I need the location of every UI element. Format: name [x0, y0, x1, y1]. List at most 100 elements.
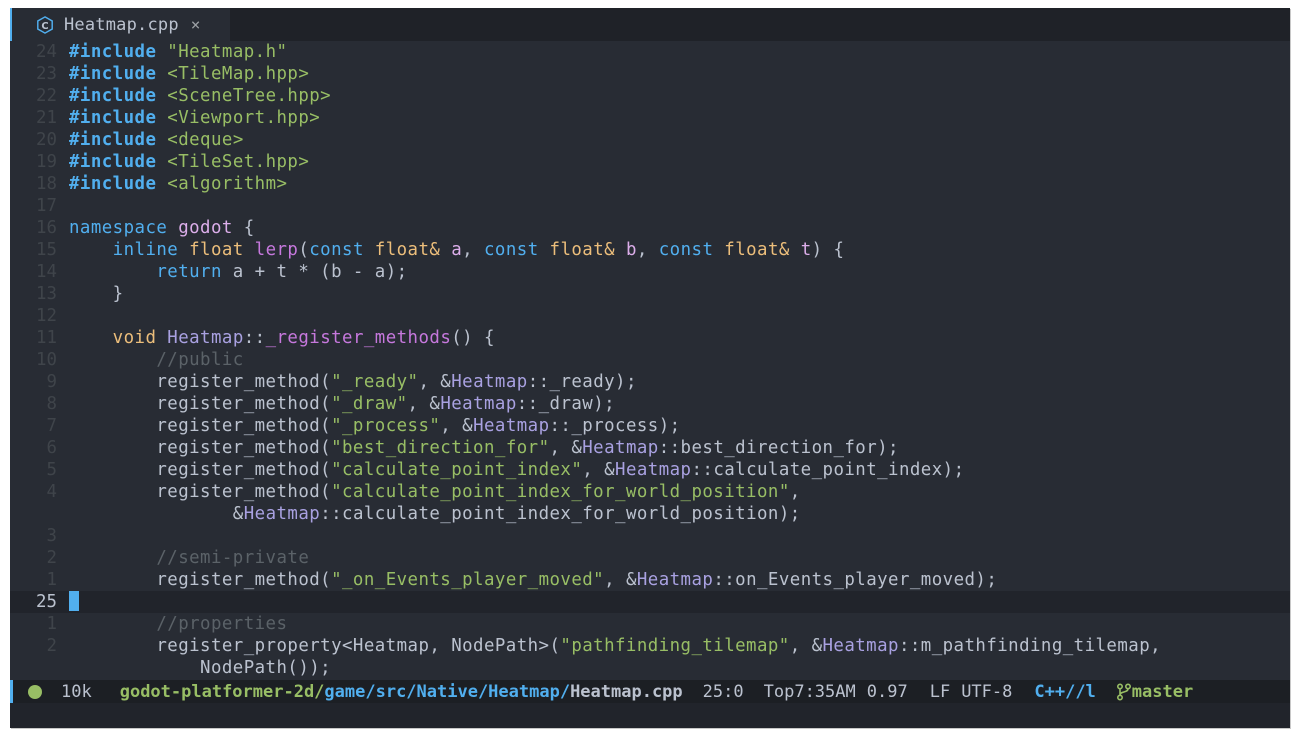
token: ::calculate_point_index);	[691, 460, 965, 480]
token: ::best_direction_for);	[658, 438, 899, 458]
code-line[interactable]: 22#include <SceneTree.hpp>	[10, 85, 1290, 107]
token: "_process"	[331, 416, 441, 436]
line-number: 9	[46, 372, 57, 392]
token: register_method(	[69, 372, 332, 392]
code-line[interactable]: &Heatmap::calculate_point_index_for_worl…	[10, 503, 1290, 525]
close-icon[interactable]: ×	[190, 15, 201, 34]
token: Heatmap	[636, 570, 714, 590]
token: a + t * (b - a);	[221, 262, 408, 282]
code-text: void Heatmap::_register_methods() {	[69, 327, 495, 349]
token: <deque>	[156, 130, 244, 150]
token: Heatmap	[473, 416, 550, 436]
line-number: 17	[36, 196, 57, 216]
token: ::_ready);	[527, 372, 637, 392]
code-text: register_method("_on_Events_player_moved…	[69, 569, 997, 591]
major-mode[interactable]: C++//l	[1034, 681, 1096, 702]
token: #include	[69, 64, 157, 84]
token: (	[298, 240, 310, 260]
code-text: register_method("_draw", &Heatmap::_draw…	[69, 393, 615, 415]
token: const	[484, 240, 539, 260]
token: "_ready"	[331, 372, 419, 392]
current-line[interactable]: 25	[10, 590, 1290, 613]
tab-heatmap-cpp[interactable]: C Heatmap.cpp ×	[10, 8, 230, 41]
code-line[interactable]: 5 register_method("calculate_point_index…	[10, 459, 1290, 481]
code-line[interactable]: 12	[10, 305, 1290, 327]
code-line[interactable]: 23#include <TileMap.hpp>	[10, 63, 1290, 85]
code-text: NodePath());	[69, 657, 331, 679]
code-line[interactable]: 11 void Heatmap::_register_methods() {	[10, 327, 1290, 349]
token	[156, 328, 167, 348]
token: "_draw"	[331, 394, 408, 414]
token: "_on_Events_player_moved"	[331, 570, 605, 590]
code-line[interactable]: 21#include <Viewport.hpp>	[10, 107, 1290, 129]
token: #include	[69, 130, 157, 150]
code-editor[interactable]: 24#include "Heatmap.h"23#include <TileMa…	[10, 41, 1290, 680]
token: _register_methods	[265, 328, 452, 348]
token: inline	[69, 240, 179, 260]
code-line[interactable]: 2 register_property<Heatmap, NodePath>("…	[10, 635, 1290, 657]
token: , &	[549, 438, 583, 458]
directory-path: game/src/Native/Heatmap/	[324, 681, 571, 702]
line-number: 2	[46, 636, 57, 656]
line-number: 3	[46, 526, 57, 546]
token: ::calculate_point_index_for_world_positi…	[320, 504, 801, 524]
line-number: 6	[46, 438, 57, 458]
token: #include	[69, 174, 157, 194]
code-line[interactable]: 17	[10, 195, 1290, 217]
code-line[interactable]: 3	[10, 525, 1290, 547]
code-line[interactable]: 7 register_method("_process", &Heatmap::…	[10, 415, 1290, 437]
code-text: register_method("_ready", &Heatmap::_rea…	[69, 371, 637, 393]
code-line[interactable]: 2 //semi-private	[10, 547, 1290, 569]
code-text: inline float lerp(const float& a, const …	[69, 239, 844, 261]
code-line[interactable]: 14 return a + t * (b - a);	[10, 261, 1290, 283]
token: , &	[582, 460, 616, 480]
code-line[interactable]: 10 //public	[10, 349, 1290, 371]
code-line[interactable]: 9 register_method("_ready", &Heatmap::_r…	[10, 371, 1290, 393]
token: <TileMap.hpp>	[156, 64, 310, 84]
token: ,	[462, 240, 485, 260]
line-number: 20	[36, 130, 57, 150]
code-line[interactable]: 15 inline float lerp(const float& a, con…	[10, 239, 1290, 261]
token: NodePath());	[69, 658, 332, 678]
code-text: namespace godot {	[69, 217, 255, 239]
token: ,	[789, 482, 801, 502]
code-line[interactable]: 1 //properties	[10, 613, 1290, 635]
code-line[interactable]: 1 register_method("_on_Events_player_mov…	[10, 569, 1290, 591]
tab-bar: C Heatmap.cpp ×	[10, 8, 1290, 41]
vcs-branch[interactable]: master	[1116, 682, 1193, 702]
code-line[interactable]: 20 #include <deque>	[10, 129, 1290, 151]
code-line[interactable]: NodePath());	[10, 657, 1290, 679]
code-text: #include <Viewport.hpp>	[69, 107, 320, 129]
token: , &	[604, 570, 637, 590]
code-line[interactable]: 18#include <algorithm>	[10, 173, 1290, 195]
token: ::	[243, 328, 266, 348]
code-line[interactable]: 13 }	[10, 283, 1290, 305]
token: #include	[69, 42, 157, 62]
token: ::_draw);	[516, 394, 616, 414]
code-line[interactable]: 24#include "Heatmap.h"	[10, 41, 1290, 63]
line-ending[interactable]: LF	[929, 681, 951, 702]
encoding[interactable]: UTF-8	[961, 681, 1013, 702]
cursor-position: 25:0	[702, 681, 744, 702]
token: ::on_Events_player_moved);	[713, 570, 998, 590]
token	[178, 240, 189, 260]
code-text: register_method("calculate_point_index",…	[69, 459, 965, 481]
token: , &	[418, 372, 452, 392]
code-text: register_method("calculate_point_index_f…	[69, 481, 801, 503]
token: const	[309, 240, 364, 260]
line-number: 14	[36, 262, 57, 282]
code-line[interactable]: 8 register_method("_draw", &Heatmap::_dr…	[10, 393, 1290, 415]
token: namespace	[69, 218, 168, 238]
token: }	[69, 284, 124, 304]
mode-line: 10k godot-platformer-2d/game/src/Native/…	[10, 680, 1290, 703]
token	[167, 218, 178, 238]
file-name: Heatmap.cpp	[570, 681, 683, 702]
code-line[interactable]: 4 register_method("calculate_point_index…	[10, 481, 1290, 503]
minibuffer[interactable]	[10, 703, 1290, 728]
token: <Viewport.hpp>	[156, 108, 321, 128]
code-line[interactable]: 6 register_method("best_direction_for", …	[10, 437, 1290, 459]
token: register_method(	[69, 570, 332, 590]
code-line[interactable]: 19#include <TileSet.hpp>	[10, 151, 1290, 173]
line-number: 5	[46, 460, 57, 480]
